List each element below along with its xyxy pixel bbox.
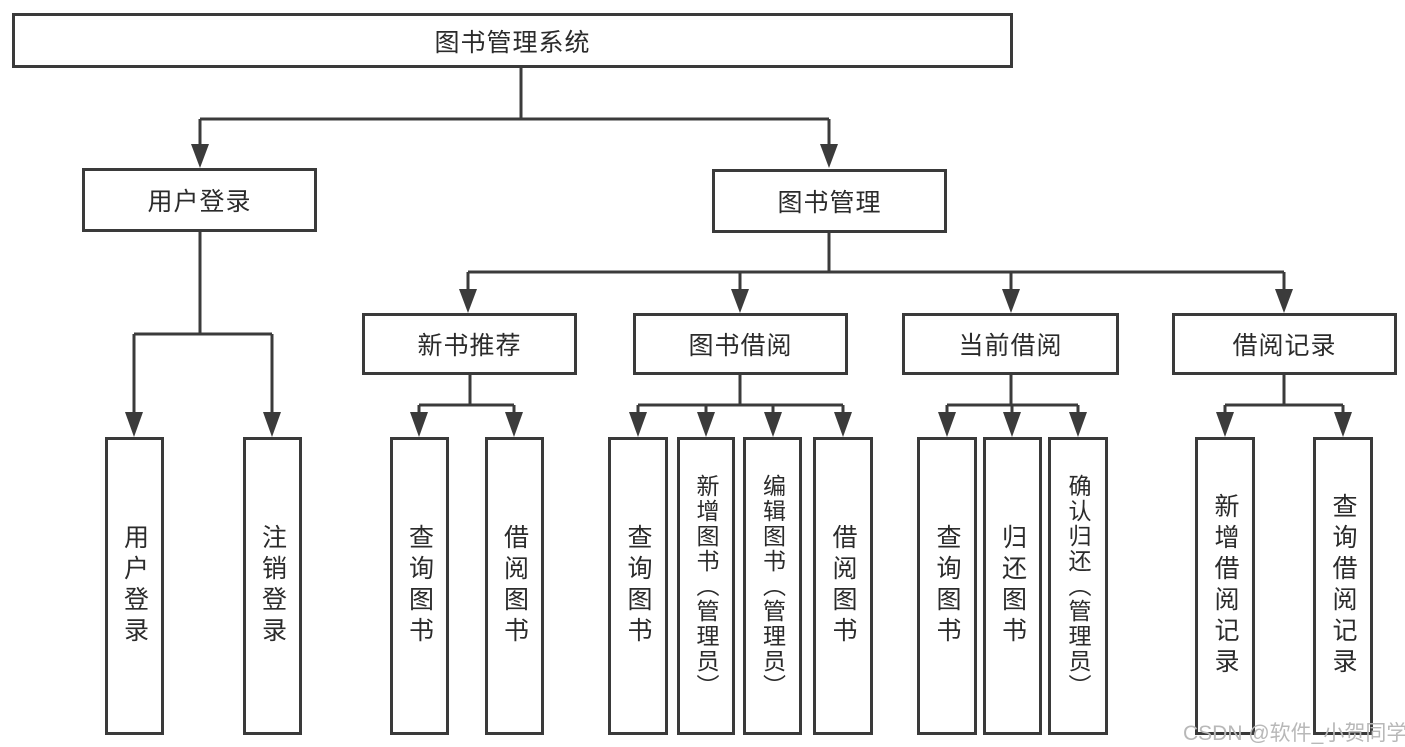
leaf-query-books-recommend: 查询图书 <box>390 437 449 735</box>
leaf-label: 确认归还（管理员） <box>1065 473 1091 699</box>
leaf-add-book-admin: 新增图书（管理员） <box>677 437 735 735</box>
leaf-logout: 注销登录 <box>243 437 302 735</box>
node-book-management: 图书管理 <box>712 169 947 233</box>
csdn-watermark: CSDN @软件_小贺同学 <box>1183 722 1405 745</box>
leaf-label: 注销登录 <box>258 524 287 648</box>
leaf-borrow-books-recommend: 借阅图书 <box>485 437 544 735</box>
leaf-return-book: 归还图书 <box>983 437 1042 735</box>
node-label: 借阅记录 <box>1232 332 1337 360</box>
leaf-label: 查询借阅记录 <box>1329 493 1357 679</box>
leaf-query-books-borrow: 查询图书 <box>608 437 668 735</box>
leaf-add-borrow-record: 新增借阅记录 <box>1195 437 1255 735</box>
node-label: 图书借阅 <box>688 332 793 360</box>
leaf-borrow-books: 借阅图书 <box>813 437 873 735</box>
leaf-label: 新增借阅记录 <box>1211 493 1239 679</box>
leaf-user-login: 用户登录 <box>105 437 164 735</box>
node-label: 当前借阅 <box>958 332 1063 360</box>
leaf-label: 查询图书 <box>405 524 434 648</box>
node-label: 用户登录 <box>147 188 252 216</box>
node-library-management-system: 图书管理系统 <box>12 13 1013 68</box>
node-label: 图书管理系统 <box>434 28 591 57</box>
leaf-label: 借阅图书 <box>829 524 857 648</box>
leaf-label: 借阅图书 <box>500 524 529 648</box>
leaf-query-books-current: 查询图书 <box>917 437 977 735</box>
leaf-confirm-return-admin: 确认归还（管理员） <box>1048 437 1108 735</box>
leaf-query-borrow-record: 查询借阅记录 <box>1313 437 1373 735</box>
leaf-edit-book-admin: 编辑图书（管理员） <box>743 437 802 735</box>
node-label: 新书推荐 <box>417 332 522 360</box>
leaf-label: 用户登录 <box>120 524 149 648</box>
node-current-borrow: 当前借阅 <box>902 313 1119 375</box>
leaf-label: 归还图书 <box>998 524 1027 648</box>
node-new-book-recommend: 新书推荐 <box>362 313 577 375</box>
node-borrow-records: 借阅记录 <box>1172 313 1397 375</box>
leaf-label: 查询图书 <box>624 524 652 648</box>
leaf-label: 查询图书 <box>933 524 961 648</box>
node-user-login: 用户登录 <box>82 168 317 232</box>
leaf-label: 新增图书（管理员） <box>693 473 719 699</box>
leaf-label: 编辑图书（管理员） <box>759 473 786 699</box>
node-label: 图书管理 <box>777 189 882 217</box>
node-book-borrow: 图书借阅 <box>633 313 848 375</box>
